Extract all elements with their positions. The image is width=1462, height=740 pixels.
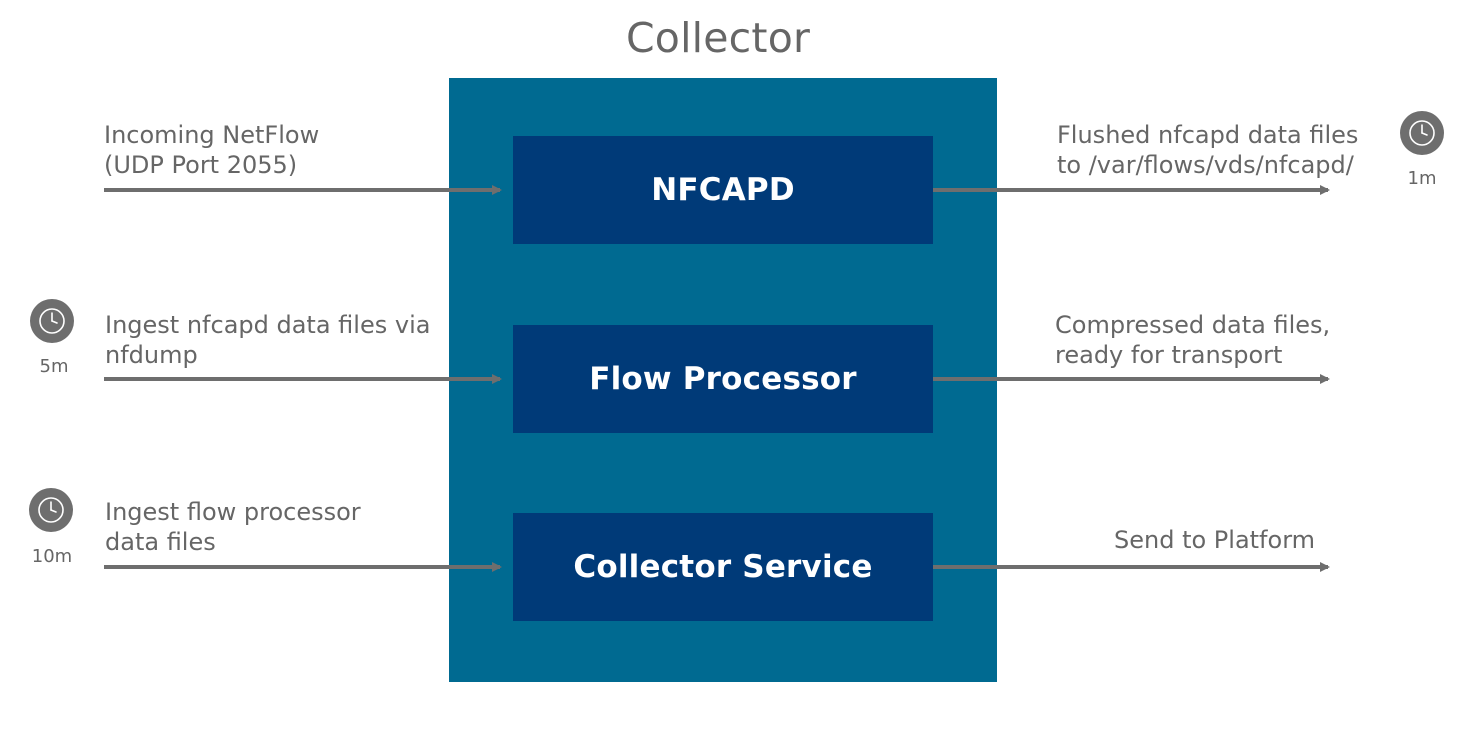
output-label-compressed-line2: ready for transport <box>1055 341 1283 369</box>
input-label-nfdump: Ingest nfcapd data files via nfdump <box>105 310 430 370</box>
input-label-nfdump-line2: nfdump <box>105 341 198 369</box>
input-label-netflow-line1: Incoming NetFlow <box>104 121 320 149</box>
input-label-nfdump-line1: Ingest nfcapd data files via <box>105 311 431 339</box>
output-label-nfcapd-files-line1: Flushed nfcapd data files <box>1057 121 1359 149</box>
clock-icon <box>30 299 74 343</box>
nfcapd-box: NFCAPD <box>513 136 933 244</box>
interval-10m: 10m <box>31 546 73 567</box>
output-label-platform: Send to Platform <box>1114 525 1315 555</box>
clock-icon <box>29 488 73 532</box>
input-label-netflow-line2: (UDP Port 2055) <box>104 151 298 179</box>
output-label-platform-line1: Send to Platform <box>1114 526 1316 554</box>
collector-service-box: Collector Service <box>513 513 933 621</box>
input-label-flow-processor: Ingest flow processor data files <box>105 497 361 557</box>
interval-1m: 1m <box>1407 168 1437 189</box>
diagram-title: Collector <box>625 14 811 62</box>
output-label-nfcapd-files-line2: to /var/flows/vds/nfcapd/ <box>1057 151 1354 179</box>
input-label-flow-processor-line1: Ingest flow processor <box>105 498 361 526</box>
flow-processor-box: Flow Processor <box>513 325 933 433</box>
output-label-compressed: Compressed data files, ready for transpo… <box>1055 310 1330 370</box>
output-label-nfcapd-files: Flushed nfcapd data files to /var/flows/… <box>1057 120 1358 180</box>
output-label-compressed-line1: Compressed data files, <box>1055 311 1331 339</box>
clock-icon <box>1400 111 1444 155</box>
input-label-flow-processor-line2: data files <box>105 528 216 556</box>
input-label-netflow: Incoming NetFlow (UDP Port 2055) <box>104 120 319 180</box>
interval-5m: 5m <box>39 356 69 377</box>
